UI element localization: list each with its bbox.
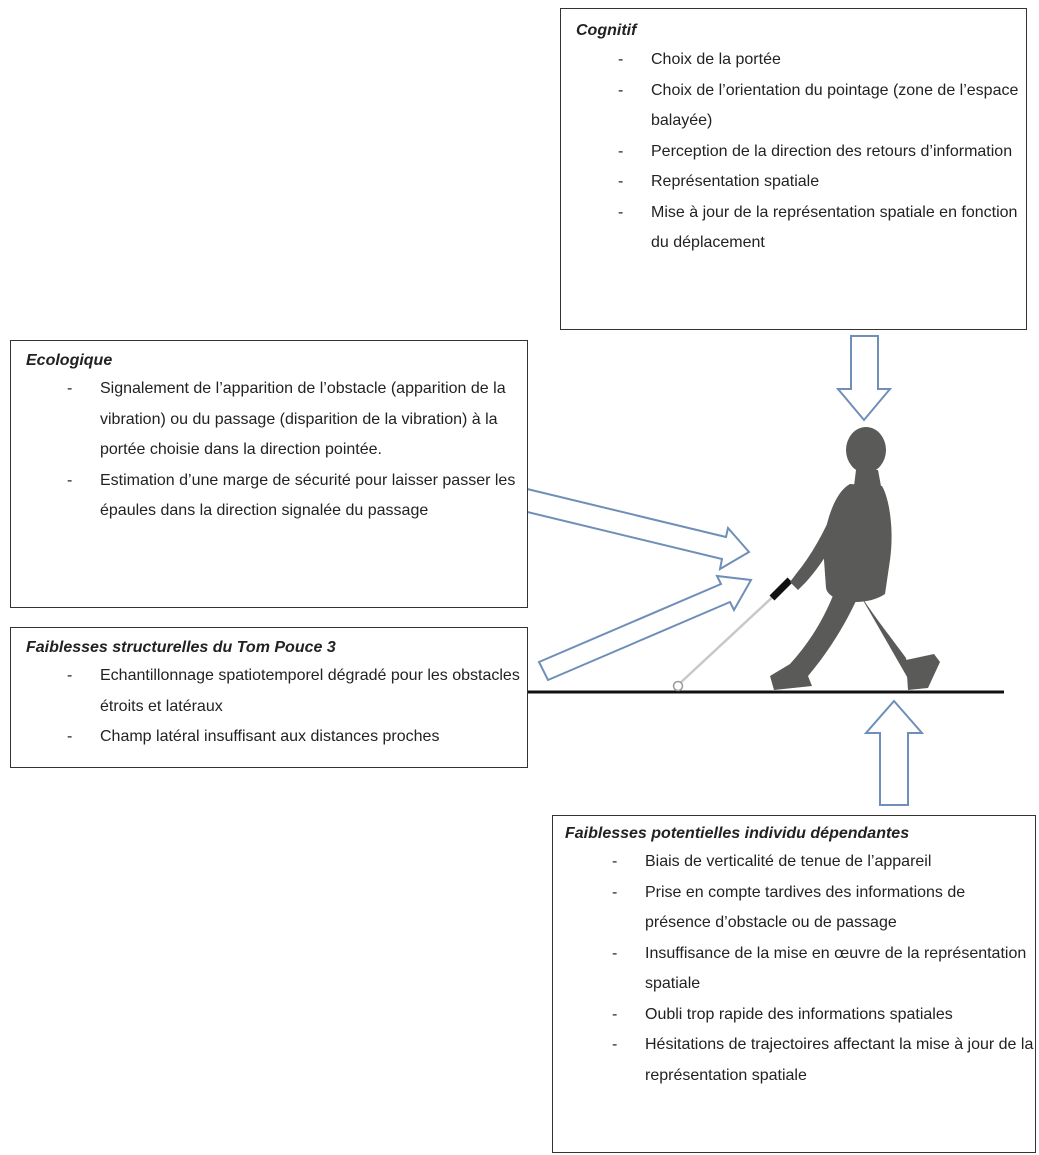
bullet-dash: - — [618, 81, 624, 99]
list-item: - Biais de verticalité de tenue de l’appa… — [612, 847, 1035, 878]
list-item: - Champ latéral insuffisant aux distances… — [67, 722, 520, 753]
list-item-text: Choix de la portée — [651, 51, 781, 68]
list-item: - Perception de la direction des retours … — [618, 137, 1021, 168]
bullet-dash: - — [67, 471, 73, 489]
item-list: - Choix de la portée - Choix de l’orientat… — [618, 45, 1021, 259]
list-item: - Hésitations de trajectoires affectant l… — [612, 1030, 1035, 1091]
list-item: - Estimation d’une marge de sécurité pour… — [67, 466, 520, 527]
list-item-text: Prise en compte tardives des information… — [645, 883, 966, 932]
list-item-text: Signalement de l’apparition de l’obstacl… — [100, 380, 506, 458]
list-item-text: Biais de verticalité de tenue de l’appar… — [645, 853, 932, 870]
cognitif-box: Cognitif - Choix de la portée - Choix de l… — [560, 8, 1027, 330]
bullet-dash: - — [67, 380, 73, 397]
list-item: - Signalement de l’apparition de l’obstac… — [67, 374, 520, 466]
faiblesses-potentielles-box: Faiblesses potentielles individu dépenda… — [552, 815, 1036, 1153]
bullet-dash: - — [612, 944, 618, 962]
list-item: - Insuffisance de la mise en œuvre de la … — [612, 939, 1035, 1000]
list-item-text: Représentation spatiale — [651, 173, 820, 190]
blind-person-with-cane-icon — [770, 427, 940, 690]
list-item-text: Echantillonnage spatiotemporel dégradé p… — [100, 667, 520, 715]
bullet-dash: - — [618, 51, 624, 68]
list-item-text: Estimation d’une marge de sécurité pour … — [100, 471, 516, 520]
arrow-ecologique — [517, 486, 751, 571]
bullet-dash: - — [67, 728, 73, 745]
list-item: - Echantillonnage spatiotemporel dégradé … — [67, 661, 520, 722]
box-title: Faiblesses structurelles du Tom Pouce 3 — [26, 639, 336, 656]
list-item-text: Perception de la direction des retours d… — [651, 142, 1013, 160]
item-list: - Signalement de l’apparition de l’obstac… — [67, 374, 520, 527]
list-item: - Choix de l’orientation du pointage (zon… — [618, 76, 1021, 137]
arrow-faiblesses-structurelles — [537, 574, 753, 682]
list-item: - Oubli trop rapide des informations spat… — [612, 1000, 1035, 1031]
bullet-dash: - — [618, 203, 624, 221]
list-item-text: Oubli trop rapide des informations spati… — [645, 1005, 953, 1023]
box-title: Cognitif — [576, 22, 637, 39]
bullet-dash: - — [612, 1036, 618, 1053]
list-item-text: Choix de l’orientation du pointage (zone… — [651, 81, 1019, 130]
box-title: Ecologique — [26, 352, 113, 369]
bullet-dash: - — [618, 142, 624, 160]
ecologique-box: Ecologique - Signalement de l’apparition … — [10, 340, 528, 608]
item-list: - Biais de verticalité de tenue de l’appa… — [612, 847, 1035, 1091]
bullet-dash: - — [612, 853, 618, 870]
arrow-faiblesses-potentielles-up — [863, 699, 925, 806]
list-item: - Prise en compte tardives des informatio… — [612, 878, 1035, 939]
list-item: - Choix de la portée — [618, 45, 1021, 76]
list-item-text: Mise à jour de la représentation spatial… — [651, 203, 1018, 252]
list-item-text: Champ latéral insuffisant aux distances … — [100, 728, 440, 745]
list-item-text: Hésitations de trajectoires affectant la… — [645, 1036, 1034, 1084]
bullet-dash: - — [612, 1005, 618, 1023]
white-cane — [672, 577, 793, 692]
list-item-text: Insuffisance de la mise en œuvre de la r… — [645, 944, 1027, 993]
box-title: Faiblesses potentielles individu dépenda… — [565, 825, 910, 842]
item-list: - Echantillonnage spatiotemporel dégradé … — [67, 661, 520, 753]
list-item: - Mise à jour de la représentation spatia… — [618, 198, 1021, 259]
list-item: - Représentation spatiale — [618, 167, 1021, 198]
bullet-dash: - — [618, 173, 624, 190]
faiblesses-structurelles-box: Faiblesses structurelles du Tom Pouce 3 … — [10, 627, 528, 768]
bullet-dash: - — [612, 883, 618, 901]
bullet-dash: - — [67, 667, 73, 684]
arrow-cognitif-down — [835, 335, 893, 422]
